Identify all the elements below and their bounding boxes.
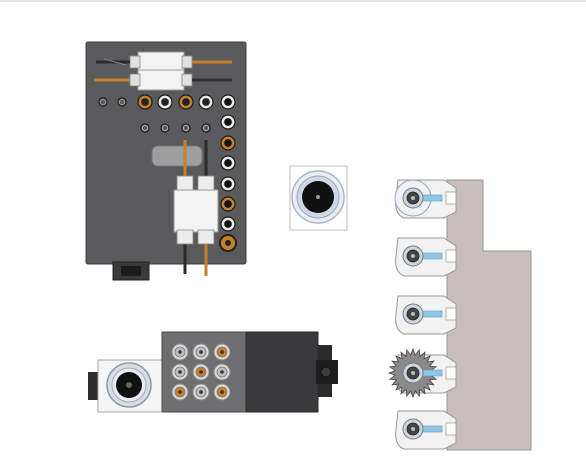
spindle-unit bbox=[395, 410, 457, 450]
lower-clamp-module bbox=[173, 175, 219, 245]
bushing bbox=[220, 94, 236, 110]
drill-head-unit bbox=[88, 331, 338, 413]
tool-mounting-plate bbox=[85, 41, 247, 281]
small-bushing bbox=[181, 123, 191, 133]
spindle-unit bbox=[395, 295, 457, 335]
bushing bbox=[220, 135, 236, 151]
bushing-column-right bbox=[220, 114, 236, 232]
bushing-grid bbox=[171, 343, 231, 401]
top-clamp-module-1 bbox=[96, 51, 232, 73]
grid-bushing bbox=[213, 343, 231, 361]
bushing-row-small bbox=[140, 123, 211, 133]
grid-bushing bbox=[213, 383, 231, 401]
bushing bbox=[178, 94, 194, 110]
grid-bushing bbox=[192, 363, 210, 381]
ring-part-icon bbox=[289, 165, 348, 231]
bushing bbox=[117, 97, 127, 107]
bushing bbox=[220, 155, 236, 171]
bushing-row-top bbox=[98, 94, 236, 110]
bushing bbox=[220, 114, 236, 130]
grid-bushing bbox=[213, 363, 231, 381]
grid-bushing bbox=[192, 383, 210, 401]
spindle-unit bbox=[394, 179, 457, 219]
grid-bushing bbox=[171, 343, 189, 361]
spindle-unit bbox=[387, 347, 457, 399]
bushing bbox=[98, 97, 108, 107]
bushing bbox=[220, 216, 236, 232]
top-clamp-module-2 bbox=[94, 69, 232, 91]
slot-cutout bbox=[151, 145, 203, 167]
small-bushing bbox=[160, 123, 170, 133]
small-bushing bbox=[201, 123, 211, 133]
spindle-bracket-column bbox=[387, 179, 532, 451]
small-bushing bbox=[140, 123, 150, 133]
spindle-units bbox=[387, 179, 457, 450]
bushing bbox=[220, 196, 236, 212]
spindle-unit bbox=[395, 237, 457, 277]
grid-bushing bbox=[171, 363, 189, 381]
grid-bushing bbox=[171, 383, 189, 401]
bushing bbox=[198, 94, 214, 110]
top-border bbox=[0, 0, 586, 2]
bushing bbox=[157, 94, 173, 110]
grid-bushing bbox=[192, 343, 210, 361]
bushing bbox=[220, 176, 236, 192]
bushing bbox=[137, 94, 153, 110]
